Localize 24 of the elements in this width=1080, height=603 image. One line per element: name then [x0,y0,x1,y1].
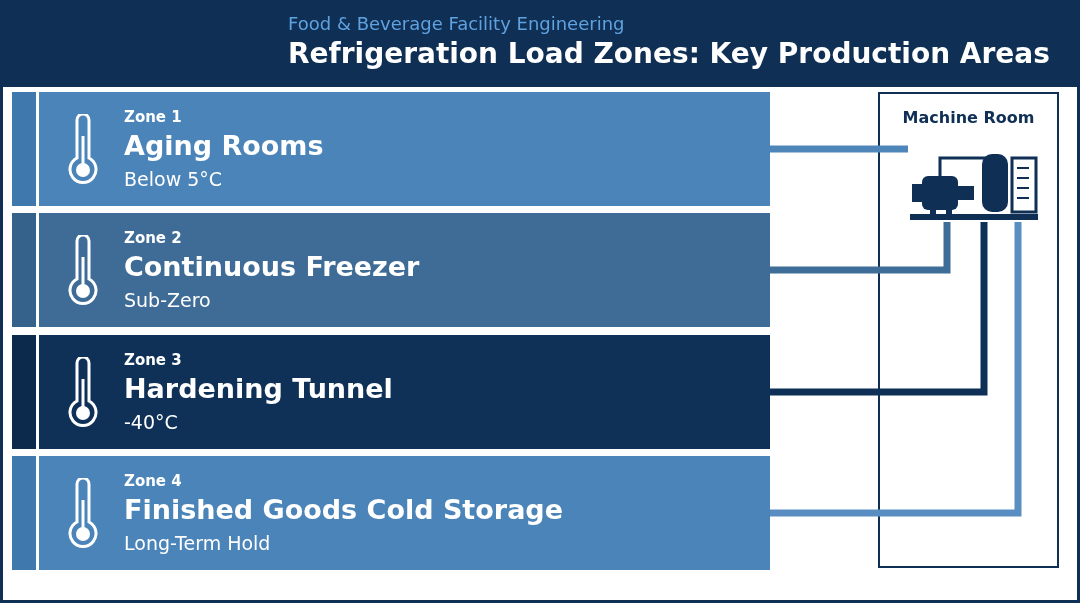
machine-room-box [878,92,1059,568]
zone-band [12,335,770,449]
zone-number: Zone 1 [124,108,182,126]
pipe-line [770,222,988,396]
zone-band [12,92,770,206]
pipe-line [770,222,1022,517]
zone-band [12,213,770,327]
pipe-line [770,222,951,274]
title: Refrigeration Load Zones: Key Production Areas [288,37,1050,70]
pipe-line [770,145,908,153]
zone-name: Continuous Freezer [124,251,420,282]
zone-name: Finished Goods Cold Storage [124,494,563,525]
room-label: Machine Room [901,108,1036,127]
zone-name: Hardening Tunnel [124,373,393,404]
temperature-note: Long-Term Hold [124,532,271,554]
subtitle: Food & Beverage Facility Engineering [288,13,625,34]
temperature-note: -40°C [124,411,178,433]
temperature-note: Sub-Zero [124,289,211,311]
temperature-note: Below 5°C [124,168,223,190]
zone-number: Zone 2 [124,229,182,247]
zone-number: Zone 4 [124,472,182,490]
zone-band [12,456,770,570]
zone-name: Aging Rooms [124,130,324,161]
zone-number: Zone 3 [124,351,182,369]
